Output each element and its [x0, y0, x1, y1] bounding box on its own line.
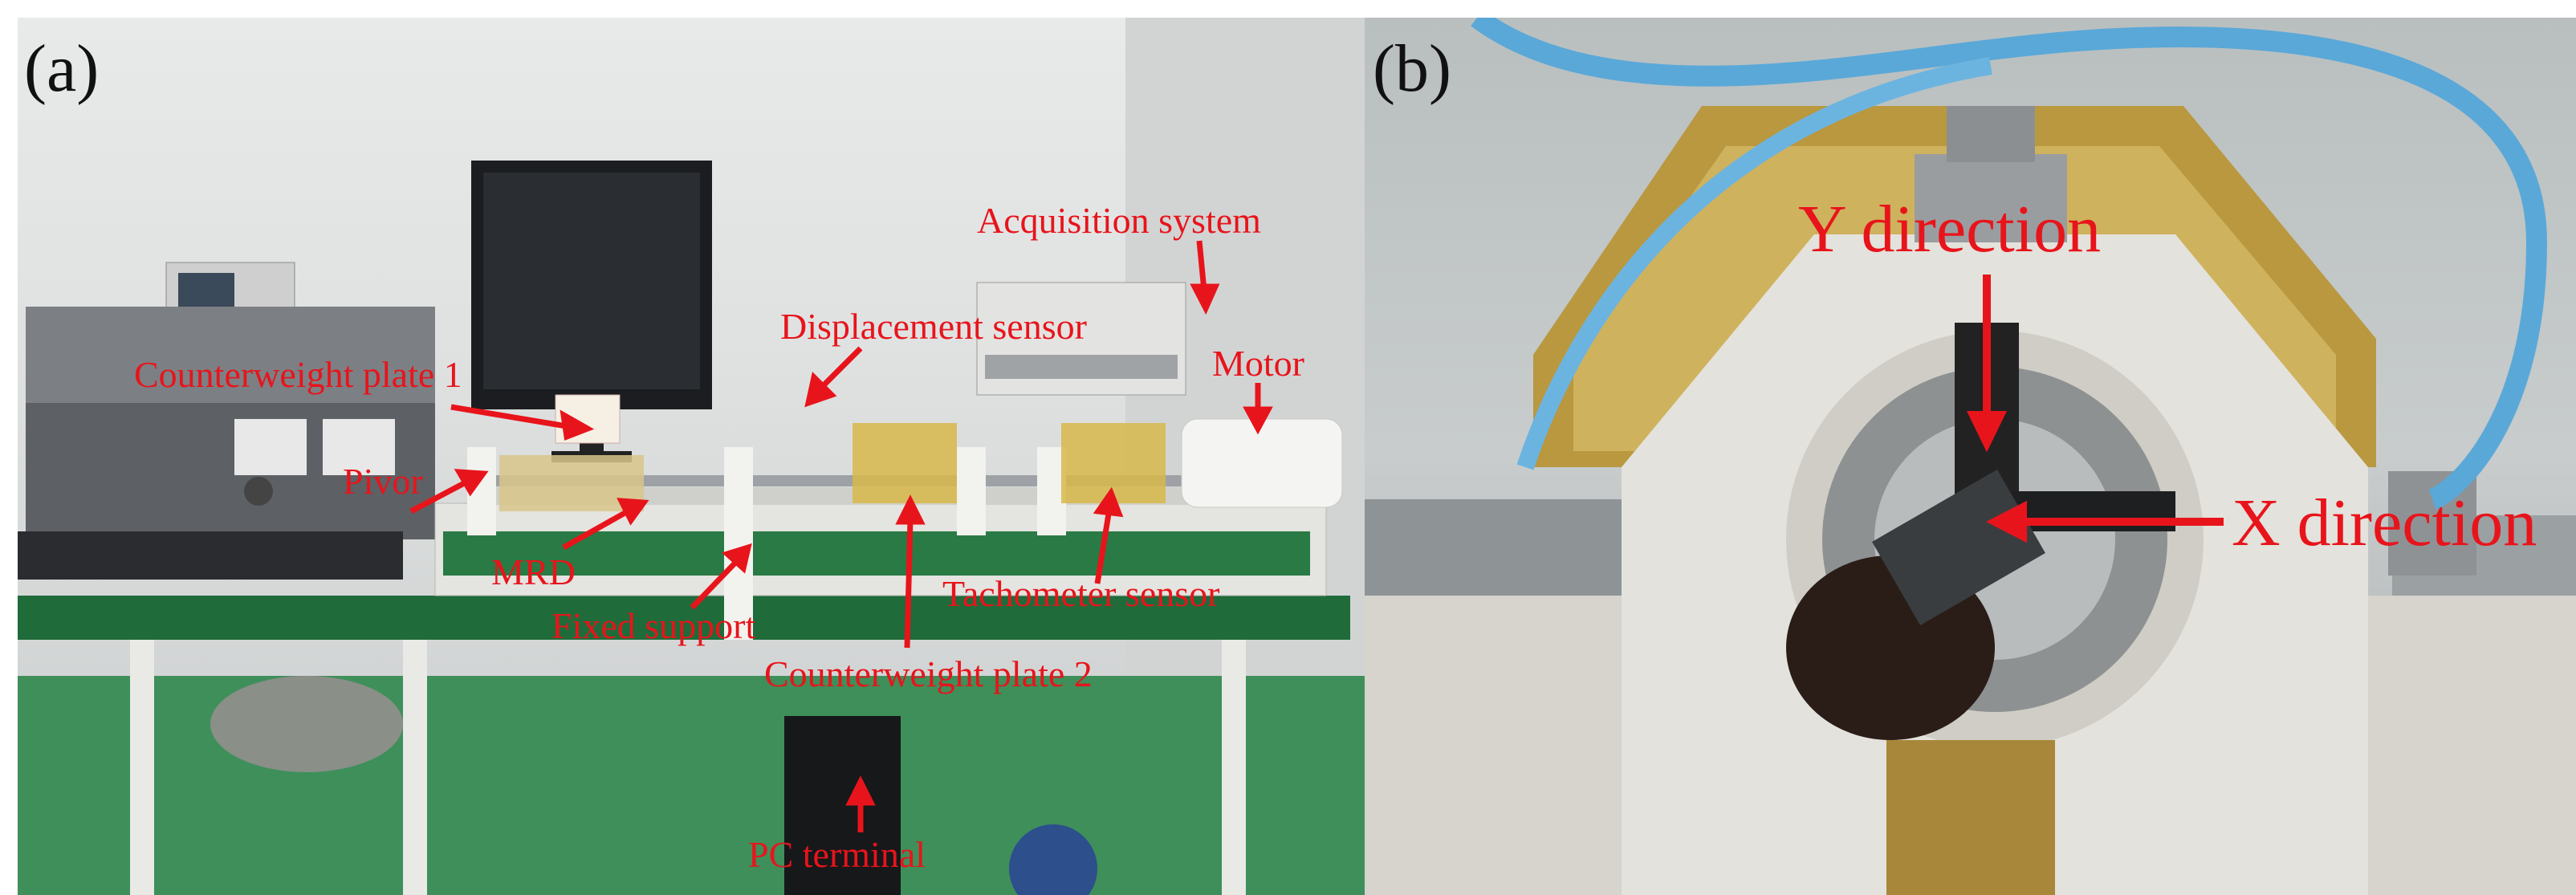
label-pc-terminal: PC terminal: [748, 834, 926, 875]
air-hose: [1471, 18, 2548, 510]
motor-body: [1181, 418, 1343, 508]
label-acquisition-system: Acquisition system: [977, 200, 1261, 241]
keyboard: [18, 531, 403, 580]
label-y-direction: Y direction: [1798, 192, 2102, 266]
label-fixed-support: Fixed support: [551, 605, 756, 646]
label-counterweight-plate-1: Counterweight plate 1: [134, 354, 462, 395]
photo-panel-a: (a) Acquisition system Displacement sens…: [18, 18, 1366, 895]
label-counterweight-plate-2: Counterweight plate 2: [764, 653, 1093, 694]
label-mrd: MRD: [491, 551, 576, 592]
label-motor: Motor: [1212, 343, 1304, 384]
annotation-arrows: [409, 240, 1273, 832]
label-displacement-sensor: Displacement sensor: [780, 306, 1087, 347]
power-supply-cabinet: [26, 307, 435, 539]
panel-label-b: (b): [1373, 31, 1451, 106]
test-rig-photo: [18, 18, 1366, 895]
label-pivor: Pivor: [343, 461, 423, 502]
acquisition-box: [976, 282, 1186, 396]
panel-label-a: (a): [24, 31, 100, 106]
pc-terminal-box: [784, 716, 901, 895]
label-x-direction: X direction: [2232, 486, 2537, 560]
bench-table: [18, 596, 1350, 895]
label-tachometer-sensor: Tachometer sensor: [942, 573, 1220, 614]
bearing-closeup-photo: [1365, 18, 2576, 895]
annotation-arrows-b: [1967, 275, 2224, 543]
photo-panel-b: (b) Y direction X direction: [1365, 18, 2576, 895]
